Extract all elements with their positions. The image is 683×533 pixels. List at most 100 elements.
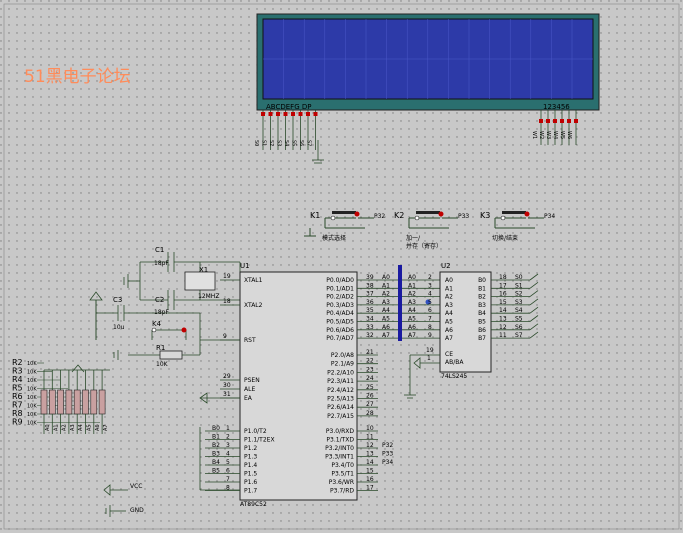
mcu-net-label: B0 bbox=[212, 425, 220, 432]
mcu-pin-name: P0.3/AD3 bbox=[326, 302, 354, 309]
bus-net-label: A7 bbox=[408, 332, 416, 339]
buffer-dir-num: 1 bbox=[427, 355, 431, 362]
mcu-pin-num: 26 bbox=[366, 393, 374, 400]
mcu-pin-name: P3.1/TXD bbox=[326, 437, 354, 444]
resistor-net-label: A7 bbox=[103, 424, 109, 431]
resistor-ref: R6 bbox=[12, 392, 23, 401]
mcu-pin-name: P1.5 bbox=[244, 471, 257, 478]
lcd-seg-net-label: S2 bbox=[268, 140, 274, 146]
bus-net-label: A0 bbox=[408, 274, 416, 281]
mcu-pin-name: P1.7 bbox=[244, 488, 257, 495]
resistor-net-label: A0 bbox=[45, 424, 51, 431]
buffer-pin-num: 15 bbox=[499, 299, 507, 306]
mcu-pin-name: P3.6/WR bbox=[329, 479, 354, 486]
k4-contact bbox=[151, 327, 157, 333]
buffer-pin-name: B0 bbox=[478, 277, 486, 284]
mcu-pin-name: XTAL2 bbox=[244, 302, 263, 309]
mcu-pin-num: 39 bbox=[366, 274, 374, 281]
buffer-net-label: S4 bbox=[515, 307, 523, 314]
buffer-pin-num: 12 bbox=[499, 324, 507, 331]
resistor-ref: R5 bbox=[12, 384, 23, 393]
c3-ref: C3 bbox=[113, 296, 122, 304]
mcu-pin-name: P1.1/T2EX bbox=[244, 437, 275, 444]
bus-net-label: A6 bbox=[408, 324, 416, 331]
mcu-net-label: B1 bbox=[212, 434, 220, 441]
buffer-pin-num: 5 bbox=[428, 299, 432, 306]
mcu-pin-name: P2.7/A15 bbox=[327, 413, 354, 420]
mcu-net-label: A2 bbox=[382, 291, 390, 298]
mcu-pin-num: 2 bbox=[226, 434, 230, 441]
mcu-pin-num: 22 bbox=[366, 358, 374, 365]
mcu-pin-num: 28 bbox=[366, 410, 374, 417]
c1-value: 18pF bbox=[154, 260, 169, 267]
mcu-pin-num: 30 bbox=[223, 382, 231, 389]
vcc-label: VCC bbox=[130, 483, 142, 490]
resistor-ref: R9 bbox=[12, 418, 23, 427]
resistor-value: 10K bbox=[27, 378, 37, 384]
buffer-pin-name: A0 bbox=[445, 277, 453, 284]
buffer-pin-num: 4 bbox=[428, 291, 432, 298]
lcd-digit-net-label: W6 bbox=[566, 131, 572, 139]
mcu-pin-num: 14 bbox=[366, 459, 374, 466]
mcu-pin-name: P0.5/AD5 bbox=[326, 319, 354, 326]
lcd-seg-net-label: S5 bbox=[291, 140, 297, 146]
buffer-ce-num: 19 bbox=[426, 347, 434, 354]
resistor-value: 10K bbox=[27, 361, 37, 367]
lcd-seg-net-label: S1 bbox=[261, 140, 267, 146]
lcd-right-pin-label: 123456 bbox=[543, 103, 570, 111]
mcu-pin-num: 12 bbox=[366, 442, 374, 449]
mcu-pin-name: P0.4/AD4 bbox=[326, 310, 354, 317]
lcd-digit-net-label: W1 bbox=[531, 131, 537, 139]
buffer-pin-num: 17 bbox=[499, 282, 507, 289]
mcu-pin-name: P3.3/INT1 bbox=[325, 454, 354, 461]
lcd-digit-net-label: W4 bbox=[552, 131, 558, 139]
buffer-pin-name: A3 bbox=[445, 302, 453, 309]
mcu-net-label: B4 bbox=[212, 459, 220, 466]
mcu-net-label: A4 bbox=[382, 307, 390, 314]
mcu-pin-num: 5 bbox=[226, 459, 230, 466]
mcu-net-label: P33 bbox=[382, 451, 393, 458]
buffer-pin-name: A5 bbox=[445, 319, 453, 326]
resistor-value: 10K bbox=[27, 404, 37, 410]
mcu-ref: U1 bbox=[240, 262, 250, 270]
mcu-net-label: P34 bbox=[382, 459, 393, 466]
mcu-pin-name: P1.4 bbox=[244, 462, 257, 469]
mcu-part: AT89C52 bbox=[240, 501, 267, 508]
resistor-value: 10K bbox=[27, 370, 37, 376]
mcu-pin-name: P2.4/A12 bbox=[327, 387, 354, 394]
c2-value: 18pF bbox=[154, 309, 169, 316]
buffer-pin-num: 11 bbox=[499, 332, 507, 339]
mcu-pin-num: 8 bbox=[226, 485, 230, 492]
bus-junction bbox=[425, 299, 431, 305]
resistor-net-label: A6 bbox=[95, 424, 101, 431]
key-ref: K2 bbox=[394, 211, 404, 220]
mcu-pin-num: 33 bbox=[366, 324, 374, 331]
mcu-pin-name: P2.6/A14 bbox=[327, 404, 354, 411]
lcd-seg-net-label: S4 bbox=[283, 140, 289, 146]
mcu-pin-name: P0.6/AD6 bbox=[326, 327, 354, 334]
mcu-pin-name: P3.7/RD bbox=[330, 488, 354, 495]
buffer-control-wires bbox=[404, 354, 440, 399]
k4-contact bbox=[181, 327, 187, 333]
oscillator-labels: C1 18pF C2 18pF X1 12MHZ C3 10u K4 R1 10… bbox=[113, 246, 219, 368]
key-caption: 加一/ bbox=[406, 234, 421, 242]
mcu-pin-name: P2.2/A10 bbox=[327, 369, 354, 376]
resistor-net-label: A5 bbox=[87, 424, 93, 431]
key-net-label: P32 bbox=[374, 213, 385, 220]
mcu-net-label: B5 bbox=[212, 468, 220, 475]
lcd-digit-net-label: W3 bbox=[545, 131, 551, 139]
lcd-seg-net-label: S3 bbox=[276, 140, 282, 146]
bus-net-label: A1 bbox=[408, 282, 416, 289]
x1-ref: X1 bbox=[199, 266, 208, 274]
resistor-ref: R4 bbox=[12, 375, 23, 384]
resistor-net-label: A1 bbox=[53, 424, 59, 431]
mcu-pin-name: ALE bbox=[244, 386, 255, 393]
mcu-pin-num: 11 bbox=[366, 434, 374, 441]
buffer-pin-name: B7 bbox=[478, 335, 486, 342]
key-ref: K3 bbox=[480, 211, 490, 220]
mcu-pin-num: 9 bbox=[223, 333, 227, 340]
mcu-net-label: A5 bbox=[382, 316, 390, 323]
resistor-value: 10K bbox=[27, 412, 37, 418]
